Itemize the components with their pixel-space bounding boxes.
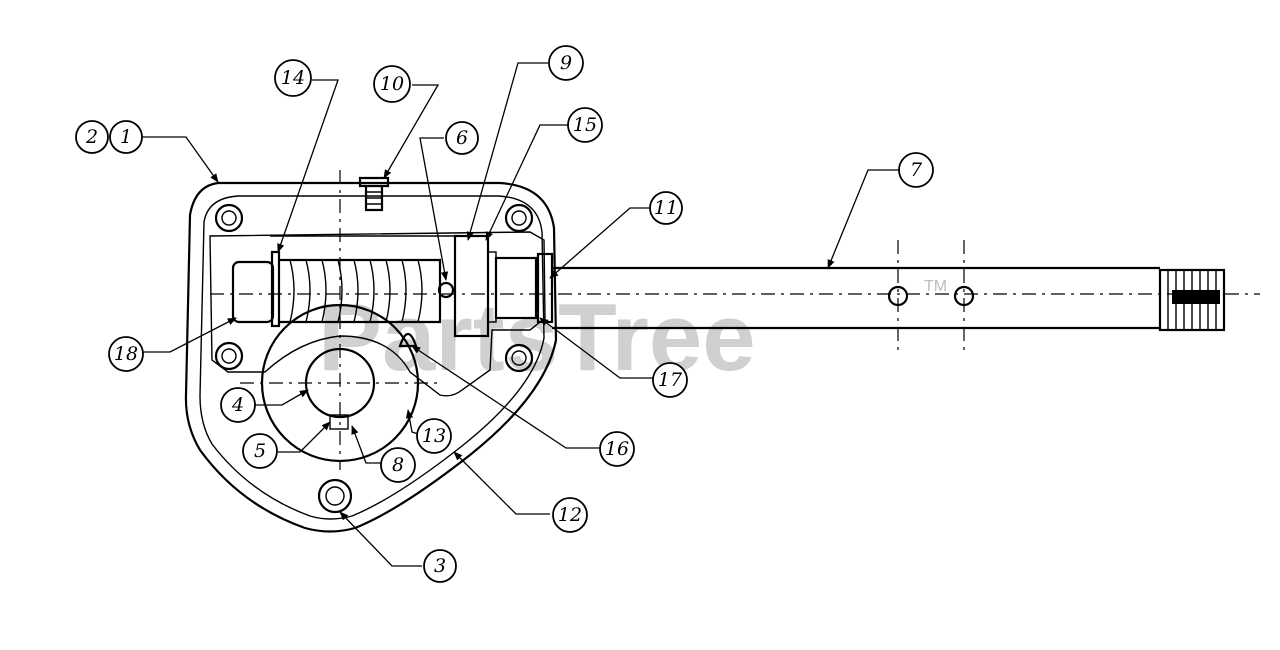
svg-text:8: 8	[392, 454, 404, 476]
svg-text:17: 17	[658, 369, 683, 391]
svg-text:7: 7	[910, 159, 923, 181]
callout-13: 13	[416, 418, 452, 454]
svg-text:15: 15	[573, 114, 597, 136]
callout-6: 6	[445, 121, 479, 155]
callout-18: 18	[108, 336, 144, 372]
svg-text:4: 4	[231, 394, 244, 416]
svg-text:9: 9	[560, 52, 572, 74]
callout-2: 2	[75, 120, 109, 154]
leaders	[128, 62, 900, 567]
svg-text:11: 11	[654, 197, 678, 219]
svg-text:6: 6	[456, 127, 468, 149]
svg-text:1: 1	[120, 126, 132, 148]
callout-11: 11	[649, 191, 683, 225]
callout-10: 10	[373, 65, 411, 103]
watermark-tm: TM	[924, 278, 947, 295]
svg-text:12: 12	[558, 504, 582, 526]
callout-3: 3	[423, 549, 457, 583]
callout-7: 7	[898, 152, 934, 188]
callout-15: 15	[567, 107, 603, 143]
callouts: 2 1 14 10 6 9 15 11 7 18 17 4 16 13 5 8 …	[75, 45, 934, 583]
callout-1: 1	[109, 120, 143, 154]
svg-text:16: 16	[605, 438, 629, 460]
svg-text:3: 3	[434, 555, 446, 577]
callout-14: 14	[274, 59, 312, 97]
svg-text:10: 10	[380, 73, 404, 95]
svg-text:14: 14	[281, 67, 305, 89]
svg-text:2: 2	[85, 126, 98, 148]
callout-4: 4	[220, 387, 256, 423]
callout-16: 16	[599, 431, 635, 467]
callout-12: 12	[552, 497, 588, 533]
callout-8: 8	[380, 447, 416, 483]
svg-text:18: 18	[114, 343, 138, 365]
svg-text:13: 13	[422, 425, 446, 447]
callout-5: 5	[242, 433, 278, 469]
callout-17: 17	[652, 362, 688, 398]
callout-9: 9	[548, 45, 584, 81]
svg-text:5: 5	[254, 440, 266, 462]
